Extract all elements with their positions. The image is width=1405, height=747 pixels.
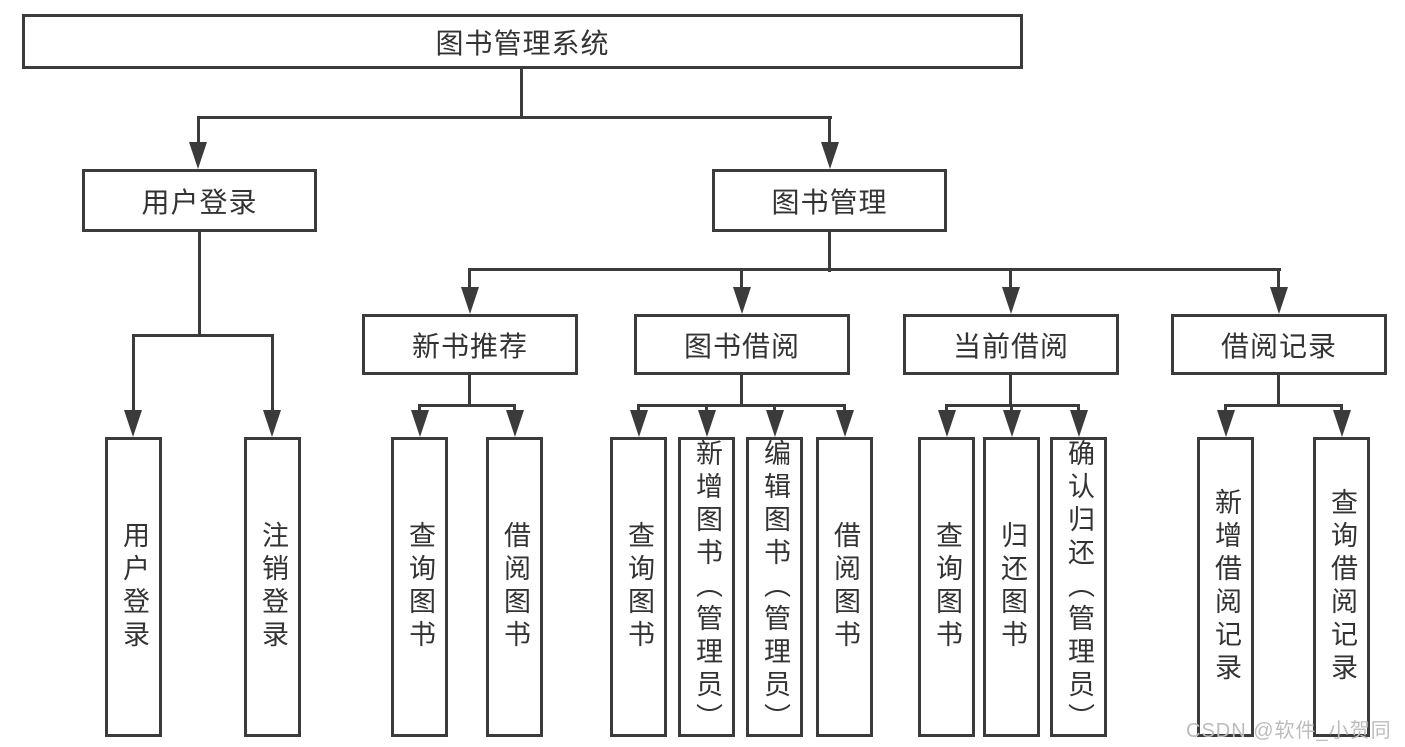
arrowhead-icon xyxy=(506,410,524,437)
arrowhead-icon xyxy=(411,410,429,437)
leaf-confirm-return-admin-label: 确认归还（管理员） xyxy=(1064,438,1094,736)
connector-rail xyxy=(197,116,832,119)
connector-stem xyxy=(1009,375,1012,407)
leaf-add-borrow-record: 新增借阅记录 xyxy=(1197,437,1254,737)
leaf-add-books-admin: 新增图书（管理员） xyxy=(678,437,735,737)
connector-stem xyxy=(520,69,523,119)
leaf-query-books-current: 查询图书 xyxy=(918,437,975,737)
leaf-logout-label: 注销登录 xyxy=(258,521,288,653)
connector-stem xyxy=(198,232,201,337)
node-user-login: 用户登录 xyxy=(82,169,317,232)
arrowhead-icon xyxy=(938,410,956,437)
arrow-shaft xyxy=(945,404,948,414)
node-user-login-label: 用户登录 xyxy=(141,186,258,218)
leaf-add-borrow-record-label: 新增借阅记录 xyxy=(1211,488,1241,686)
arrowhead-icon xyxy=(124,410,142,437)
connector-stem xyxy=(828,232,831,272)
leaf-borrow-books-recommend-label: 借阅图书 xyxy=(500,521,530,653)
node-book-management-label: 图书管理 xyxy=(771,186,888,218)
arrowhead-icon xyxy=(630,410,648,437)
arrow-shaft xyxy=(773,404,776,414)
arrowhead-icon xyxy=(836,410,854,437)
arrowhead-icon xyxy=(766,410,784,437)
arrow-shaft xyxy=(132,334,135,413)
node-borrowing-records-label: 借阅记录 xyxy=(1220,330,1337,362)
node-current-borrowing: 当前借阅 xyxy=(903,314,1119,375)
leaf-query-books-recommend: 查询图书 xyxy=(391,437,448,737)
leaf-query-borrow-record: 查询借阅记录 xyxy=(1313,437,1370,737)
arrowhead-icon xyxy=(1002,287,1020,314)
leaf-borrow-books-borrowing: 借阅图书 xyxy=(816,437,873,737)
leaf-edit-books-admin: 编辑图书（管理员） xyxy=(746,437,803,737)
node-current-borrowing-label: 当前借阅 xyxy=(952,330,1069,362)
arrowhead-icon xyxy=(821,142,839,169)
connector-rail xyxy=(1224,404,1343,407)
connector-rail xyxy=(637,404,846,407)
leaf-user-login-label: 用户登录 xyxy=(119,521,149,653)
leaf-confirm-return-admin: 确认归还（管理员） xyxy=(1050,437,1107,737)
connector-stem xyxy=(1277,375,1280,407)
connector-rail xyxy=(418,404,516,407)
arrowhead-icon xyxy=(1070,410,1088,437)
node-new-book-recommend-label: 新书推荐 xyxy=(411,330,528,362)
node-book-borrowing-label: 图书借阅 xyxy=(683,330,800,362)
arrowhead-icon xyxy=(189,142,207,169)
arrow-shaft xyxy=(1010,404,1013,414)
leaf-borrow-books-recommend: 借阅图书 xyxy=(486,437,543,737)
arrow-shaft xyxy=(637,404,640,414)
leaf-add-books-admin-label: 新增图书（管理员） xyxy=(692,438,722,736)
leaf-query-books-current-label: 查询图书 xyxy=(932,521,962,653)
leaf-query-books-borrowing-label: 查询图书 xyxy=(624,521,654,653)
leaf-edit-books-admin-label: 编辑图书（管理员） xyxy=(760,438,790,736)
connector-stem xyxy=(740,375,743,407)
connector-stem xyxy=(468,375,471,407)
arrow-shaft xyxy=(468,268,471,290)
arrow-shaft xyxy=(271,334,274,413)
arrow-shaft xyxy=(1340,404,1343,414)
arrowhead-icon xyxy=(263,410,281,437)
node-new-book-recommend: 新书推荐 xyxy=(362,314,578,375)
leaf-borrow-books-borrowing-label: 借阅图书 xyxy=(830,521,860,653)
arrow-shaft xyxy=(1224,404,1227,414)
leaf-query-books-recommend-label: 查询图书 xyxy=(405,521,435,653)
arrow-shaft xyxy=(705,404,708,414)
arrowhead-icon xyxy=(698,410,716,437)
arrowhead-icon xyxy=(733,287,751,314)
node-book-management: 图书管理 xyxy=(712,169,947,232)
arrowhead-icon xyxy=(461,287,479,314)
leaf-logout: 注销登录 xyxy=(244,437,301,737)
connector-rail xyxy=(132,334,274,337)
node-root-label: 图书管理系统 xyxy=(435,27,610,59)
arrowhead-icon xyxy=(1217,410,1235,437)
arrow-shaft xyxy=(1009,268,1012,290)
csdn-watermark: CSDN @软件_小贺同学 xyxy=(1186,720,1392,742)
arrow-shaft xyxy=(740,268,743,290)
arrow-shaft xyxy=(418,404,421,414)
leaf-user-login: 用户登录 xyxy=(105,437,162,737)
arrow-shaft xyxy=(513,404,516,414)
connector-rail xyxy=(468,268,1281,271)
arrow-shaft xyxy=(1077,404,1080,414)
node-root: 图书管理系统 xyxy=(22,14,1023,69)
arrow-shaft xyxy=(843,404,846,414)
arrowhead-icon xyxy=(1270,287,1288,314)
leaf-return-books-label: 归还图书 xyxy=(997,521,1027,653)
arrow-shaft xyxy=(197,116,200,145)
leaf-return-books: 归还图书 xyxy=(983,437,1040,737)
node-borrowing-records: 借阅记录 xyxy=(1171,314,1387,375)
arrowhead-icon xyxy=(1333,410,1351,437)
leaf-query-borrow-record-label: 查询借阅记录 xyxy=(1327,488,1357,686)
arrow-shaft xyxy=(1277,268,1280,290)
arrow-shaft xyxy=(828,116,831,145)
node-book-borrowing: 图书借阅 xyxy=(634,314,850,375)
arrowhead-icon xyxy=(1003,410,1021,437)
leaf-query-books-borrowing: 查询图书 xyxy=(610,437,667,737)
